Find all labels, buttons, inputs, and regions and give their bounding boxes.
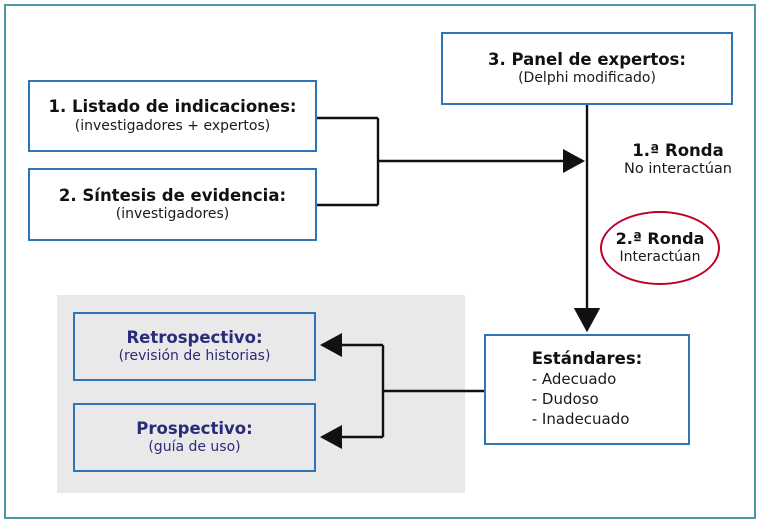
- label-primera-ronda: 1.ª Ronda No interactúan: [608, 141, 748, 178]
- applications-panel-background: [57, 295, 465, 493]
- box-panel-expertos-title: 3. Panel de expertos:: [488, 49, 686, 69]
- box-listado-indicaciones-title: 1. Listado de indicaciones:: [48, 97, 297, 117]
- box-sintesis-evidencia-title: 2. Síntesis de evidencia:: [58, 185, 287, 205]
- estandares-item-adecuado: - Adecuado: [531, 370, 617, 389]
- box-retrospectivo-title: Retrospectivo:: [126, 327, 263, 347]
- estandares-content: Estándares: - Adecuado - Dudoso - Inadec…: [532, 349, 643, 430]
- box-estandares-title: Estándares:: [531, 349, 643, 369]
- box-prospectivo[interactable]: Prospectivo: (guía de uso): [73, 403, 316, 472]
- box-sintesis-evidencia-subtitle: (investigadores): [115, 206, 230, 223]
- box-listado-indicaciones-subtitle: (investigadores + expertos): [74, 117, 271, 134]
- box-prospectivo-title: Prospectivo:: [136, 418, 253, 438]
- box-retrospectivo-subtitle: (revisión de historias): [118, 348, 271, 365]
- box-prospectivo-subtitle: (guía de uso): [148, 439, 241, 456]
- box-sintesis-evidencia[interactable]: 2. Síntesis de evidencia: (investigadore…: [28, 168, 317, 241]
- label-primera-ronda-subtitle: No interactúan: [624, 160, 732, 177]
- estandares-item-dudoso: - Dudoso: [531, 390, 599, 409]
- label-primera-ronda-title: 1.ª Ronda: [632, 141, 724, 160]
- box-panel-expertos[interactable]: 3. Panel de expertos: (Delphi modificado…: [441, 32, 733, 105]
- estandares-item-inadecuado: - Inadecuado: [531, 409, 630, 428]
- label-segunda-ronda-subtitle: Interactúan: [619, 249, 701, 266]
- box-estandares[interactable]: Estándares: - Adecuado - Dudoso - Inadec…: [484, 334, 690, 445]
- label-segunda-ronda-title: 2.ª Ronda: [615, 229, 705, 249]
- outer-frame: [4, 4, 756, 519]
- box-listado-indicaciones[interactable]: 1. Listado de indicaciones: (investigado…: [28, 80, 317, 152]
- box-panel-expertos-subtitle: (Delphi modificado): [518, 70, 656, 87]
- ellipse-segunda-ronda[interactable]: 2.ª Ronda Interactúan: [600, 211, 720, 285]
- box-retrospectivo[interactable]: Retrospectivo: (revisión de historias): [73, 312, 316, 381]
